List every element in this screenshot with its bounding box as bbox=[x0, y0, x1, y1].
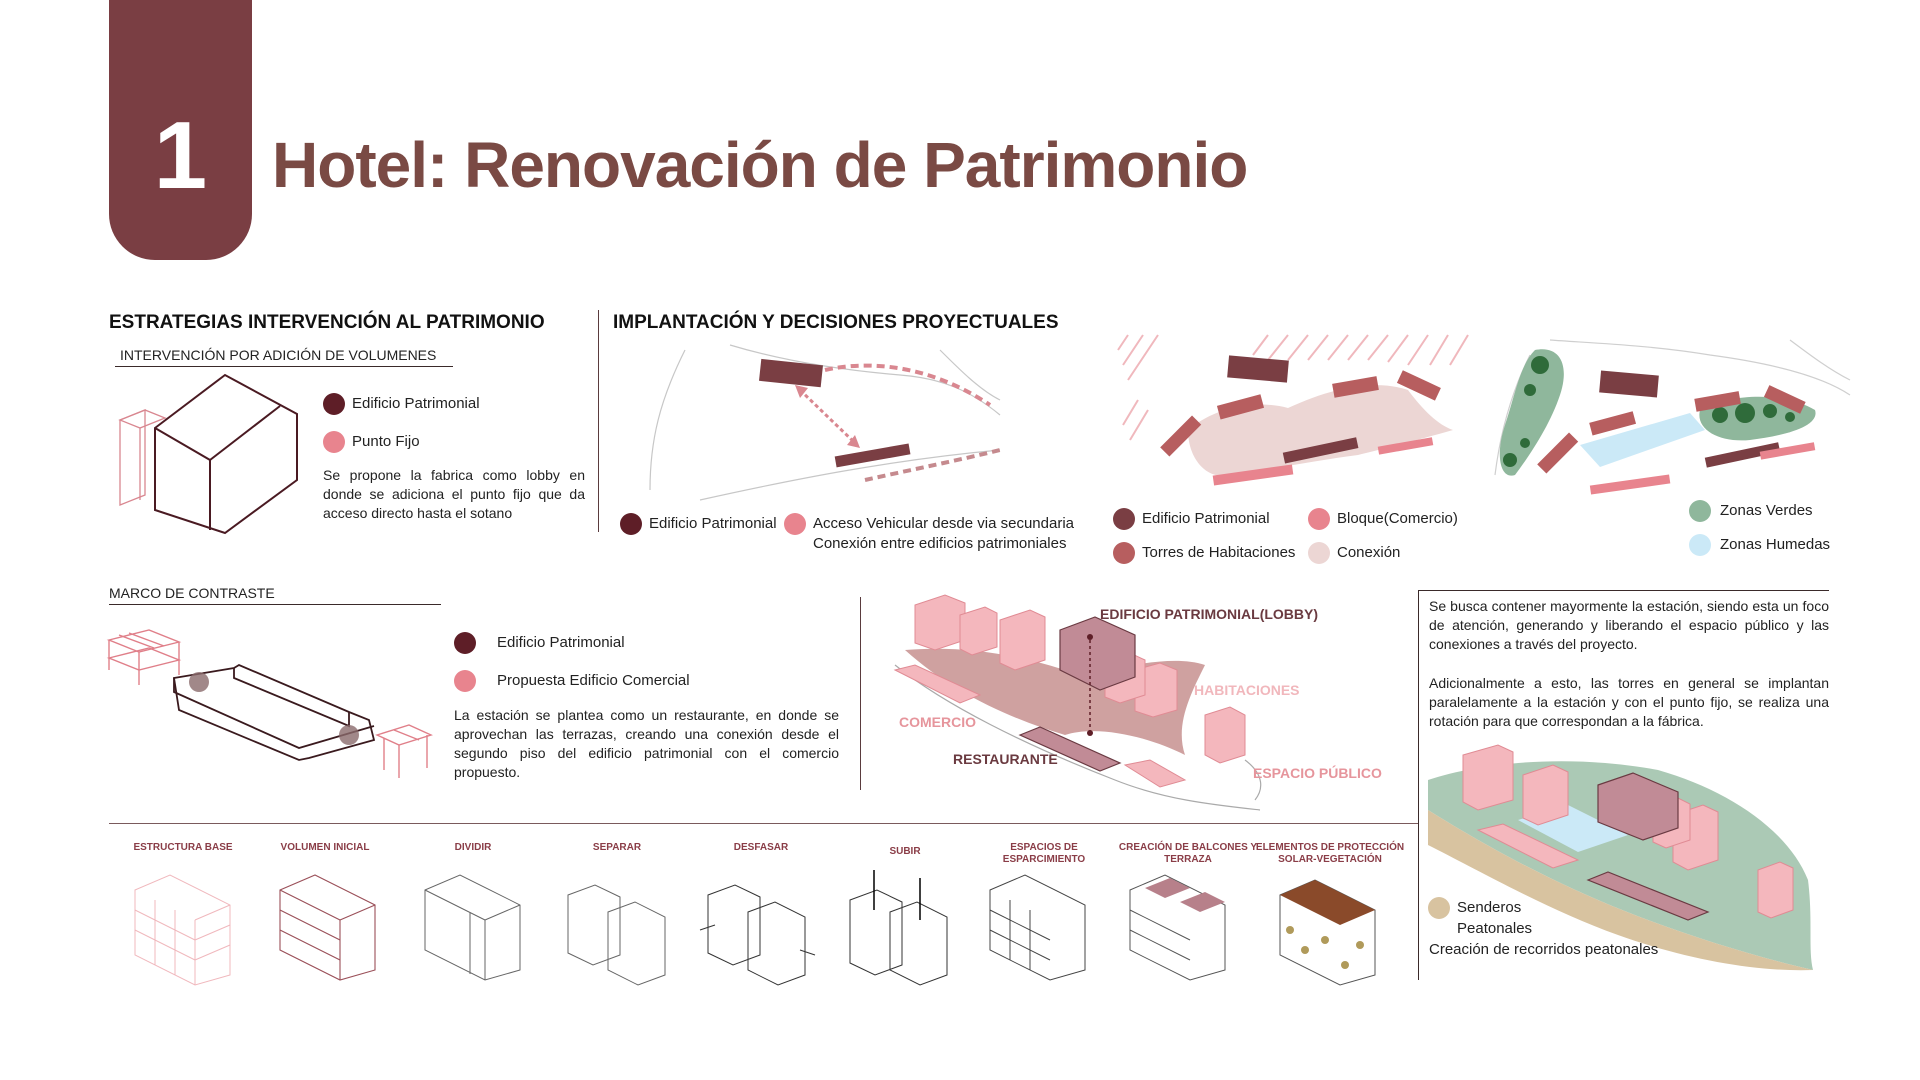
step-label-4: SEPARAR bbox=[592, 842, 642, 853]
map1-legend-dot-acceso bbox=[784, 513, 806, 535]
axonometric-program-diagram bbox=[893, 594, 1262, 811]
label-habitaciones: HABITACIONES bbox=[1194, 682, 1300, 698]
map2-legend-edificio: Edificio Patrimonial bbox=[1142, 510, 1270, 527]
map2-legend-bloque: Bloque(Comercio) bbox=[1337, 510, 1458, 527]
right-legend-dot-senderos bbox=[1428, 897, 1450, 919]
contraste-legend-edificio: Edificio Patrimonial bbox=[497, 634, 625, 651]
map1-legend-dot-edificio bbox=[620, 513, 642, 535]
map1-legend-edificio: Edificio Patrimonial bbox=[649, 515, 777, 532]
estrategias-heading: ESTRATEGIAS INTERVENCIÓN AL PATRIMONIO bbox=[109, 312, 545, 333]
step-label-9: ELEMENTOS DE PROTECCIÓN SOLAR-VEGETACIÓN bbox=[1255, 842, 1405, 865]
right-text-p1: Se busca contener mayormente la estación… bbox=[1429, 598, 1829, 652]
adicion-volume-diagram bbox=[118, 373, 298, 535]
label-espacio-publico: ESPACIO PÚBLICO bbox=[1253, 765, 1382, 781]
section-number: 1 bbox=[153, 102, 208, 209]
implantacion-heading: IMPLANTACIÓN Y DECISIONES PROYECTUALES bbox=[613, 312, 1059, 333]
right-site-axonometric bbox=[1428, 744, 1813, 971]
map2-legend-conexion: Conexión bbox=[1337, 544, 1401, 561]
step-label-5: DESFASAR bbox=[733, 842, 789, 853]
map2-legend-dot-bloque bbox=[1308, 508, 1330, 530]
contraste-subheading: MARCO DE CONTRASTE bbox=[109, 585, 275, 601]
contraste-legend-dot-edificio bbox=[454, 632, 476, 654]
right-text-p2: Adicionalmente a esto, las torres en gen… bbox=[1429, 675, 1829, 729]
page-title: Hotel: Renovación de Patrimonio bbox=[272, 129, 1248, 201]
map2-legend-torres: Torres de Habitaciones bbox=[1142, 544, 1296, 561]
adicion-description: Se propone la fabrica como lobby en dond… bbox=[323, 467, 585, 521]
legend-punto-fijo: Punto Fijo bbox=[352, 433, 420, 450]
step-label-7: ESPACIOS DE ESPARCIMIENTO bbox=[1002, 842, 1086, 865]
right-legend-peatonales: Peatonales bbox=[1457, 920, 1533, 937]
step-label-2: VOLUMEN INICIAL bbox=[280, 842, 370, 853]
map1-legend-acceso: Acceso Vehicular desde via secundaria bbox=[813, 515, 1074, 532]
right-legend-recorridos: Creación de recorridos peatonales bbox=[1429, 941, 1659, 958]
divider-vertical-2 bbox=[860, 597, 861, 790]
contraste-legend-comercial: Propuesta Edificio Comercial bbox=[497, 672, 690, 689]
contraste-legend-dot-comercial bbox=[454, 670, 476, 692]
map1-legend-conexion: Conexión entre edificios patrimoniales bbox=[813, 535, 1067, 552]
label-lobby: EDIFICIO PATRIMONIAL(LOBBY) bbox=[1100, 606, 1319, 622]
step-label-6: SUBIR bbox=[889, 846, 921, 857]
label-comercio: COMERCIO bbox=[899, 714, 976, 730]
site-map-ecology bbox=[1494, 339, 1851, 495]
steps-process-diagrams bbox=[134, 870, 1376, 986]
adicion-underline bbox=[115, 366, 453, 367]
right-panel-top-border bbox=[1418, 590, 1829, 591]
divider-vertical-1 bbox=[598, 310, 599, 532]
site-map-access bbox=[649, 344, 1001, 501]
legend-dot-punto-fijo bbox=[323, 431, 345, 453]
contraste-station-diagram bbox=[106, 629, 433, 778]
map3-legend-humedas: Zonas Humedas bbox=[1720, 536, 1831, 553]
site-map-program bbox=[1117, 334, 1469, 486]
right-legend-senderos: Senderos bbox=[1457, 899, 1522, 916]
map2-legend-dot-torres bbox=[1113, 542, 1135, 564]
legend-edificio-patrimonial: Edificio Patrimonial bbox=[352, 395, 480, 412]
label-restaurante: RESTAURANTE bbox=[953, 751, 1058, 767]
section-number-tab bbox=[109, 0, 252, 260]
map3-legend-dot-humedas bbox=[1689, 534, 1711, 556]
map2-legend-dot-edificio bbox=[1113, 508, 1135, 530]
map3-legend-dot-verdes bbox=[1689, 500, 1711, 522]
right-panel-left-border bbox=[1418, 590, 1419, 980]
step-label-8: CREACIÓN DE BALCONES Y TERRAZA bbox=[1118, 842, 1258, 865]
contraste-description: La estación se plantea como un restauran… bbox=[454, 707, 839, 780]
map3-legend-verdes: Zonas Verdes bbox=[1720, 502, 1813, 519]
contraste-underline bbox=[109, 604, 441, 605]
step-label-3: DIVIDIR bbox=[454, 842, 492, 853]
map2-legend-dot-conexion bbox=[1308, 542, 1330, 564]
legend-dot-edificio bbox=[323, 393, 345, 415]
step-label-1: ESTRUCTURA BASE bbox=[133, 842, 233, 853]
adicion-subheading: INTERVENCIÓN POR ADICIÓN DE VOLUMENES bbox=[120, 347, 437, 363]
steps-top-divider bbox=[109, 823, 1418, 824]
